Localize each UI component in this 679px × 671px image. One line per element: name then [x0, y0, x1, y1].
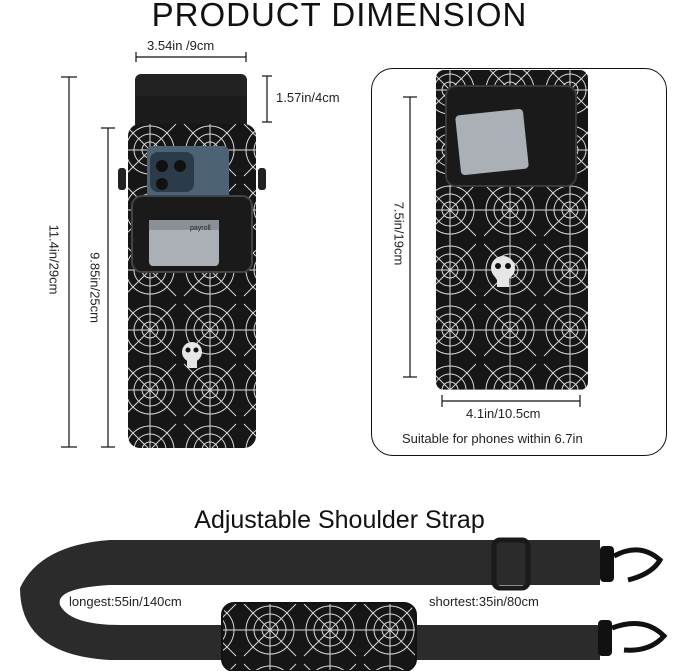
- card-text-left: payroll: [190, 225, 211, 232]
- pocket-height-label: 7.5in/19cm: [391, 201, 407, 266]
- strap-title: Adjustable Shoulder Strap: [194, 506, 485, 534]
- total-height-label: 11.4in/29cm: [46, 224, 62, 295]
- shoulder-strap: [20, 537, 668, 671]
- dimension-lines-left: [61, 52, 272, 448]
- bag-left: payroll: [118, 74, 266, 448]
- strap-longest-label: longest:55in/140cm: [69, 594, 182, 609]
- width-top-label: 3.54in /9cm: [147, 38, 215, 53]
- body-height-label: 9.85in/25cm: [87, 252, 103, 323]
- pocket-width-label: 4.1in/10.5cm: [466, 406, 541, 421]
- page-title: PRODUCT DIMENSION: [151, 0, 528, 33]
- phone-note: Suitable for phones within 6.7in: [402, 431, 583, 446]
- strap-shortest-label: shortest:35in/80cm: [429, 594, 539, 609]
- detail-frame: [371, 68, 667, 456]
- drawstring-height-label: 1.57in/4cm: [276, 90, 340, 105]
